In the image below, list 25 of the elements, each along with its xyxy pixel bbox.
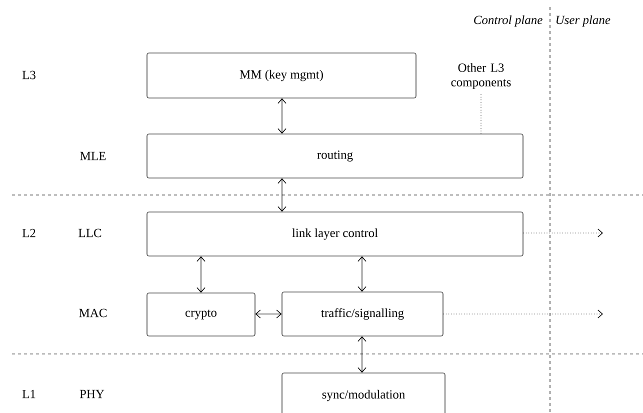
- component-label: Other L3 components: [451, 63, 511, 89]
- arrow: [278, 98, 286, 134]
- process-box: sync/modulation: [282, 372, 446, 413]
- process-box: traffic/signalling: [282, 292, 444, 336]
- leader-line: [480, 94, 482, 134]
- layer-label: L3: [22, 70, 36, 80]
- plane-label: User plane: [556, 15, 610, 27]
- layer-label: PHY: [80, 390, 104, 398]
- process-box: crypto: [146, 292, 256, 336]
- layer-label: L2: [22, 228, 36, 238]
- arrow: [255, 310, 282, 318]
- layer-label: LLC: [78, 228, 102, 238]
- arrow: [358, 256, 366, 292]
- plane-label: Control plane: [474, 15, 542, 27]
- arrow: [196, 256, 206, 293]
- layer-label: MLE: [80, 152, 106, 160]
- arrow: [523, 228, 603, 238]
- layer-label: MAC: [79, 308, 107, 318]
- process-box: link layer control: [146, 212, 524, 256]
- process-box: MM (key mgmt): [146, 52, 416, 98]
- arrow: [358, 336, 366, 373]
- arrow: [278, 178, 286, 212]
- arrow: [443, 310, 603, 318]
- layer-label: L1: [22, 390, 36, 398]
- process-box: routing: [146, 134, 524, 178]
